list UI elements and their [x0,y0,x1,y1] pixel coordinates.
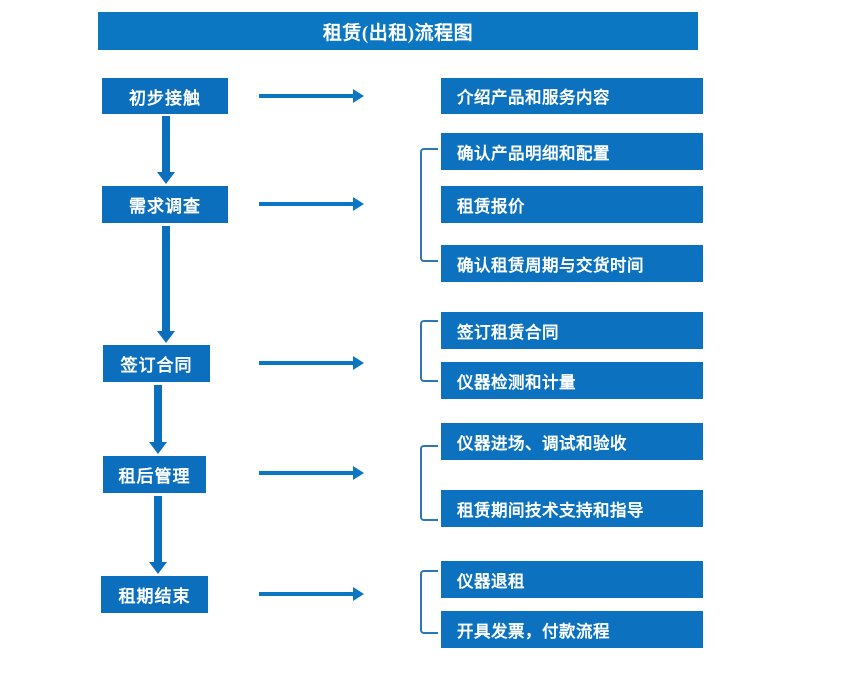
stage-box-2[interactable]: 需求调查 [102,186,228,223]
horizontal-arrow-3 [259,356,364,370]
horizontal-arrow-4 [259,466,364,480]
horizontal-arrow-5 [259,587,364,601]
stage-box-3[interactable]: 签订合同 [103,345,210,382]
group-bracket-4 [420,445,438,521]
detail-box-1-1[interactable]: 介绍产品和服务内容 [441,78,703,114]
detail-box-4-1[interactable]: 仪器进场、调试和验收 [441,423,703,460]
detail-box-5-2[interactable]: 开具发票，付款流程 [441,611,703,648]
detail-box-2-2[interactable]: 租赁报价 [441,186,703,223]
vertical-arrow-3 [149,385,167,454]
detail-box-3-1[interactable]: 签订租赁合同 [441,312,703,349]
stage-box-4[interactable]: 租后管理 [103,456,206,493]
group-bracket-5 [420,570,438,634]
horizontal-arrow-2 [259,197,364,211]
stage-box-1[interactable]: 初步接触 [102,78,228,114]
detail-box-5-1[interactable]: 仪器退租 [441,561,703,598]
detail-box-2-1[interactable]: 确认产品明细和配置 [441,133,703,170]
vertical-arrow-1 [157,116,175,184]
group-bracket-3 [420,320,438,382]
group-bracket-2 [420,148,438,262]
vertical-arrow-4 [149,496,167,574]
diagram-title: 租赁(出租)流程图 [98,12,698,50]
detail-box-4-2[interactable]: 租赁期间技术支持和指导 [441,490,703,527]
detail-box-2-3[interactable]: 确认租赁周期与交货时间 [441,245,703,282]
detail-box-3-2[interactable]: 仪器检测和计量 [441,362,703,399]
horizontal-arrow-1 [259,89,364,103]
vertical-arrow-2 [157,226,175,343]
stage-box-5[interactable]: 租期结束 [101,576,208,613]
